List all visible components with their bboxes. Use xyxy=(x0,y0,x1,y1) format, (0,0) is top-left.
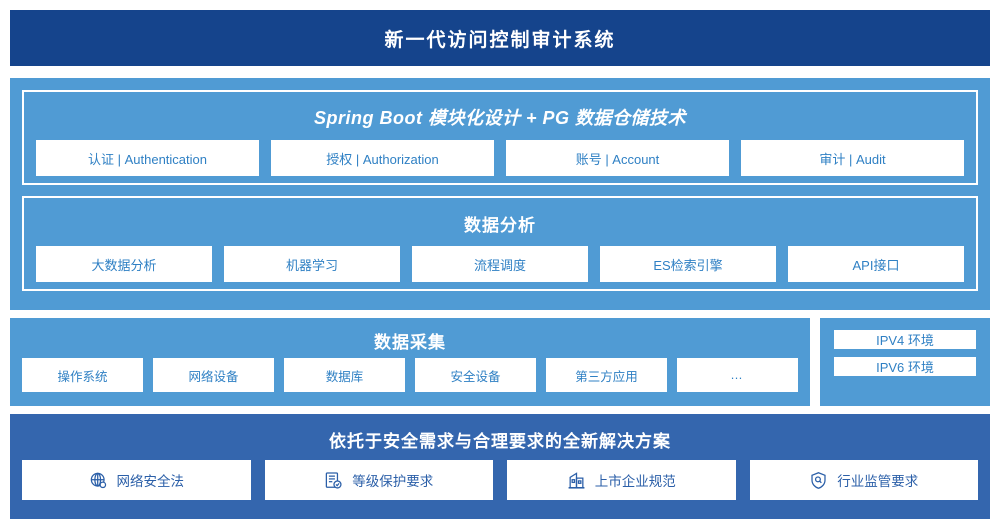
ip-environment-ipv6[interactable]: IPV6 环境 xyxy=(834,357,976,376)
source-third-party-app[interactable]: 第三方应用 xyxy=(546,358,667,392)
ip-environment-panel: IPV4 环境 IPV6 环境 xyxy=(820,318,990,406)
data-collection-source-row: 操作系统 网络设备 数据库 安全设备 第三方应用 … xyxy=(10,358,810,392)
ip-environment-list: IPV4 环境 IPV6 环境 xyxy=(834,330,976,376)
platform-panel: Spring Boot 模块化设计 + PG 数据仓储技术 认证 | Authe… xyxy=(10,78,990,310)
module-machine-learning[interactable]: 机器学习 xyxy=(224,246,400,282)
springboot-module-row: 认证 | Authentication 授权 | Authorization 账… xyxy=(24,140,976,176)
module-api-interface[interactable]: API接口 xyxy=(788,246,964,282)
compliance-item-industry-supervision[interactable]: 行业监管要求 xyxy=(749,460,978,500)
data-analysis-block: 数据分析 大数据分析 机器学习 流程调度 ES检索引擎 API接口 xyxy=(22,196,978,291)
module-account[interactable]: 账号 | Account xyxy=(506,140,729,176)
source-database[interactable]: 数据库 xyxy=(284,358,405,392)
data-analysis-title: 数据分析 xyxy=(464,216,536,235)
module-big-data-analysis[interactable]: 大数据分析 xyxy=(36,246,212,282)
springboot-title: Spring Boot 模块化设计 + PG 数据仓储技术 xyxy=(313,108,686,128)
source-operating-system[interactable]: 操作系统 xyxy=(22,358,143,392)
page-header: 新一代访问控制审计系统 xyxy=(10,10,990,66)
data-collection-panel: 数据采集 操作系统 网络设备 数据库 安全设备 第三方应用 … xyxy=(10,318,810,406)
compliance-item-row: 网络安全法 等级保护要求 xyxy=(10,460,990,500)
springboot-block: Spring Boot 模块化设计 + PG 数据仓储技术 认证 | Authe… xyxy=(22,90,978,185)
source-more[interactable]: … xyxy=(677,358,798,392)
source-security-device[interactable]: 安全设备 xyxy=(415,358,536,392)
compliance-title: 依托于安全需求与合理要求的全新解决方案 xyxy=(329,432,671,451)
compliance-item-label: 行业监管要求 xyxy=(837,474,919,489)
data-collection-title: 数据采集 xyxy=(374,333,446,352)
module-authentication[interactable]: 认证 | Authentication xyxy=(36,140,259,176)
compliance-item-cybersecurity-law[interactable]: 网络安全法 xyxy=(22,460,251,500)
document-check-icon xyxy=(324,471,343,490)
shield-search-icon xyxy=(809,471,828,490)
module-authorization[interactable]: 授权 | Authorization xyxy=(271,140,494,176)
source-network-device[interactable]: 网络设备 xyxy=(153,358,274,392)
building-icon xyxy=(567,471,586,490)
compliance-item-listed-company-standard[interactable]: 上市企业规范 xyxy=(507,460,736,500)
page-title: 新一代访问控制审计系统 xyxy=(384,29,616,51)
compliance-panel: 依托于安全需求与合理要求的全新解决方案 网络安全法 xyxy=(10,414,990,519)
compliance-item-classified-protection[interactable]: 等级保护要求 xyxy=(264,460,493,500)
module-es-search-engine[interactable]: ES检索引擎 xyxy=(600,246,776,282)
compliance-item-label: 上市企业规范 xyxy=(594,474,676,489)
compliance-item-label: 等级保护要求 xyxy=(352,474,434,489)
ip-environment-ipv4[interactable]: IPV4 环境 xyxy=(834,330,976,349)
compliance-item-label: 网络安全法 xyxy=(116,474,185,489)
module-process-scheduling[interactable]: 流程调度 xyxy=(412,246,588,282)
module-audit[interactable]: 审计 | Audit xyxy=(741,140,964,176)
globe-icon xyxy=(89,471,108,490)
data-analysis-module-row: 大数据分析 机器学习 流程调度 ES检索引擎 API接口 xyxy=(24,246,976,282)
